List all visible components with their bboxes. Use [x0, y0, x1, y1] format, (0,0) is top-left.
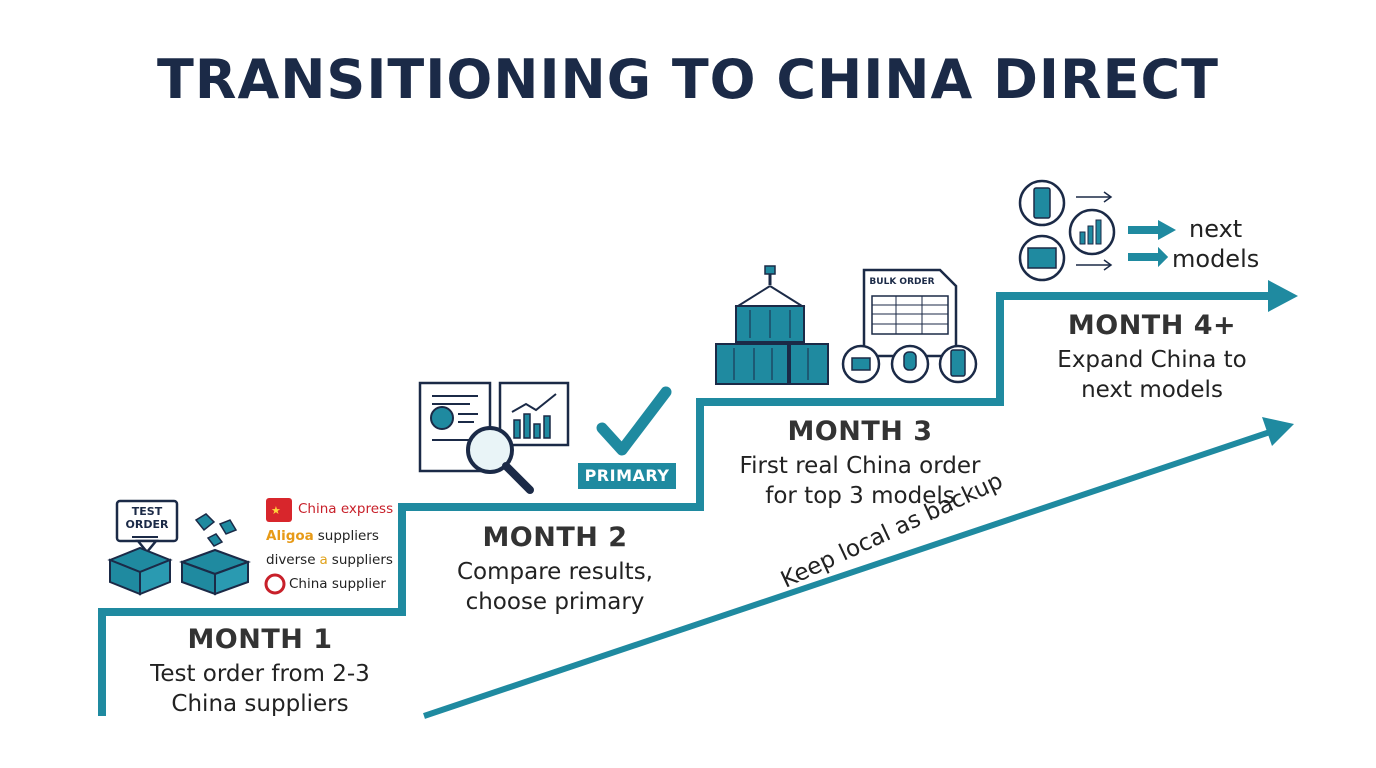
svg-text:★: ★ — [271, 504, 281, 517]
step-1-desc-line1: Test order from 2-3 — [150, 661, 370, 687]
supplier-2: Aligoa suppliers — [266, 528, 379, 544]
step-1-heading: MONTH 1 — [187, 624, 333, 655]
step-3-heading: MONTH 3 — [787, 416, 933, 447]
step-4-desc-line2: next models — [1081, 377, 1223, 403]
step-3-desc-line1: First real China order — [739, 453, 981, 479]
supplier-3-mark: a — [319, 552, 328, 568]
backup-arrowhead — [1262, 417, 1294, 446]
step-1-desc-line2: China suppliers — [171, 691, 349, 717]
step-2-heading: MONTH 2 — [482, 522, 628, 553]
test-order-line2: ORDER — [125, 518, 169, 531]
test-order-line1: TEST — [131, 505, 163, 518]
phone-icon — [1018, 179, 1066, 227]
supplier-1-text: China express — [298, 501, 394, 517]
step-month-2: MONTH 2 Compare results, choose primary — [420, 522, 690, 617]
step-4-desc-line1: Expand China to — [1057, 347, 1247, 373]
checkmark-icon — [596, 386, 672, 456]
bulk-order-label: BULK ORDER — [869, 277, 935, 287]
next-models-label: next models — [1172, 214, 1259, 274]
next-models-line2: models — [1172, 245, 1260, 273]
step-month-3: MONTH 3 First real China order for top 3… — [710, 416, 1010, 511]
step-4-heading: MONTH 4+ — [1067, 310, 1237, 341]
open-box-icon — [107, 546, 173, 596]
magnifier-icon — [466, 426, 534, 494]
supplier-1: China express — [298, 501, 393, 517]
supplier-3-pre: diverse — [266, 552, 316, 568]
primary-badge: PRIMARY — [578, 463, 676, 489]
step-month-1: MONTH 1 Test order from 2-3 China suppli… — [120, 624, 400, 719]
arrow-icon — [1076, 191, 1176, 271]
test-order-label: TEST ORDER — [118, 505, 176, 531]
next-models-line1: next — [1189, 215, 1243, 243]
bulk-order-document-icon — [841, 268, 978, 384]
supplier-2-brand: Aligoa — [266, 528, 314, 544]
china-flag-icon — [266, 498, 292, 522]
page-title: TRANSITIONING TO CHINA DIRECT — [157, 48, 1219, 111]
backup-line — [423, 429, 1271, 719]
box-icon — [1018, 234, 1066, 282]
staircase-path — [98, 292, 1270, 716]
step-2-desc-line1: Compare results, — [456, 559, 653, 585]
supplier-2-text: suppliers — [317, 528, 379, 544]
step-3-desc-line2: for top 3 models — [765, 483, 955, 509]
supplier-4: China supplier — [289, 576, 386, 592]
container-crane-icon — [715, 265, 829, 385]
supplier-3-text: suppliers — [331, 552, 393, 568]
staircase-arrowhead — [1268, 280, 1298, 312]
red-logo-icon — [264, 573, 286, 595]
supplier-4-text: China supplier — [289, 576, 386, 592]
supplier-3: diverse a suppliers — [266, 552, 393, 568]
cubes-icon — [179, 513, 251, 596]
step-month-4: MONTH 4+ Expand China to next models — [1022, 310, 1282, 405]
step-2-desc-line2: choose primary — [465, 589, 645, 615]
chart-icon — [1068, 208, 1116, 256]
test-order-icon — [115, 499, 179, 554]
